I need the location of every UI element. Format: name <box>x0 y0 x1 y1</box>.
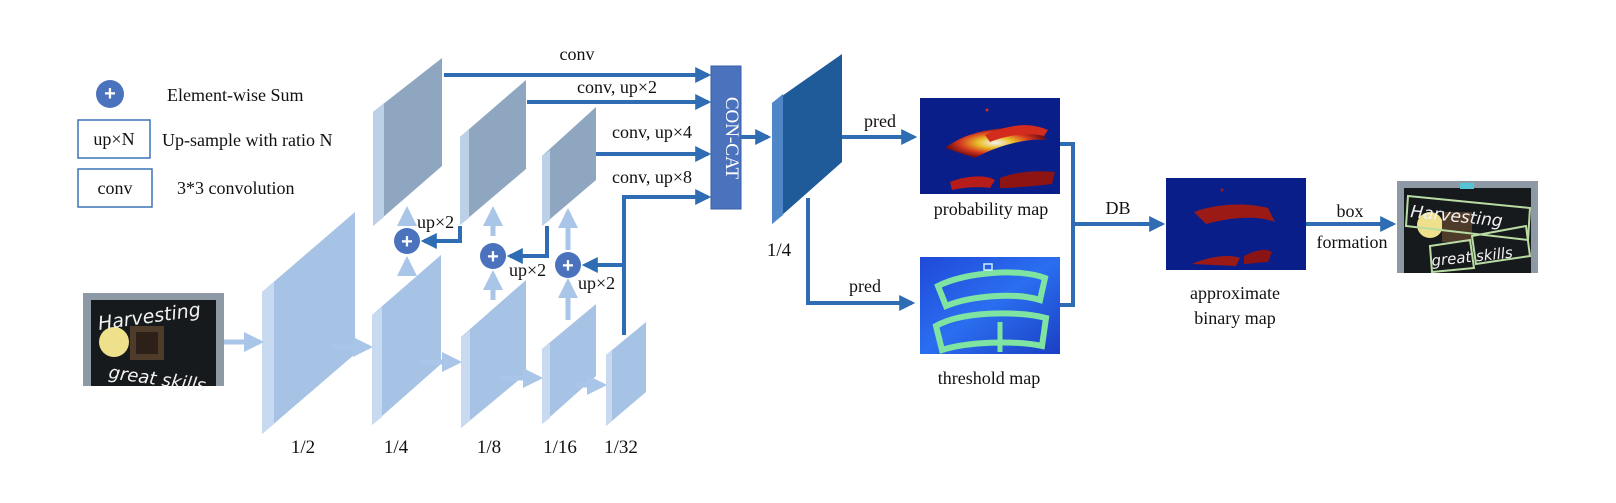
scale-label-1-8: 1/8 <box>477 437 501 458</box>
db-merge: DB <box>1060 142 1166 307</box>
scale-label-1-2: 1/2 <box>291 437 315 458</box>
svg-text:+: + <box>401 231 413 253</box>
svg-text:+: + <box>562 255 574 277</box>
conv-label-2: conv, up×2 <box>577 77 657 97</box>
fpn-map-p2 <box>373 58 442 226</box>
fused-scale-label: 1/4 <box>767 240 792 261</box>
legend-upsample-box-text: up×N <box>93 129 134 149</box>
threshold-map-label: threshold map <box>938 368 1040 388</box>
svg-text:+: + <box>487 246 499 268</box>
up-label-1: up×2 <box>417 212 454 232</box>
up-label-3: up×2 <box>578 273 615 293</box>
scale-label-1-32: 1/32 <box>604 437 638 458</box>
concat-block: CON-CAT <box>710 65 742 210</box>
neck-connections: conv conv, up×2 conv, up×4 conv, up×8 <box>444 44 712 335</box>
feature-map-1-8 <box>461 280 526 428</box>
sum-node-symbol: + <box>104 83 116 105</box>
legend-upsample-box <box>77 119 151 159</box>
pred-label-top: pred <box>864 111 896 131</box>
legend-conv-box-text: conv <box>98 178 133 198</box>
probability-map-label: probability map <box>934 199 1048 219</box>
box-formation-label-line2: formation <box>1317 232 1388 252</box>
box-formation-label-line1: box <box>1337 201 1364 221</box>
conv-label-4: conv, up×8 <box>612 167 692 187</box>
probability-map: probability map <box>920 98 1060 219</box>
feature-map-1-2 <box>262 212 355 434</box>
conv-label-3: conv, up×4 <box>612 122 692 142</box>
legend-conv-box <box>77 168 153 208</box>
sum-node-3: + <box>555 252 581 278</box>
approximate-binary-map: approximate binary map <box>1166 178 1306 328</box>
upsample-arrow-p3-to-sum1 <box>420 226 462 249</box>
legend: + Element-wise Sum up×N Up-sample with r… <box>77 80 332 208</box>
binary-map-label-line2: binary map <box>1194 308 1275 328</box>
conv-label-1: conv <box>560 44 595 64</box>
up-label-2: up×2 <box>509 260 546 280</box>
fpn-map-p4 <box>542 107 596 226</box>
feature-map-1-16 <box>542 304 596 424</box>
pred-arrow-threshold <box>806 198 916 311</box>
backbone: 1/2 1/4 1/8 1/16 1/32 <box>224 212 646 458</box>
legend-upsample-text: Up-sample with ratio N <box>162 130 332 150</box>
threshold-map: threshold map <box>920 257 1060 388</box>
pred-label-bottom: pred <box>849 276 881 296</box>
fused-feature-map: 1/4 <box>767 54 842 261</box>
feature-map-1-4 <box>372 255 441 425</box>
fpn-map-p3 <box>460 80 526 225</box>
legend-conv-text: 3*3 convolution <box>177 178 295 198</box>
feature-map-1-32 <box>606 322 646 426</box>
conv-arrow-p5 <box>622 189 712 335</box>
concat-label: CON-CAT <box>721 97 742 180</box>
sum-node-1: + <box>394 228 420 254</box>
sum-node-icon <box>96 80 124 108</box>
scale-label-1-16: 1/16 <box>543 437 577 458</box>
binary-map-label-line1: approximate <box>1190 283 1280 303</box>
sum-node-2: + <box>480 243 506 269</box>
legend-sum-text: Element-wise Sum <box>167 85 303 105</box>
input-image: Harvesting great skills <box>83 293 224 397</box>
scale-label-1-4: 1/4 <box>384 437 409 458</box>
upsample-arrow-p4-to-sum2 <box>506 226 549 264</box>
output-image: Harvesting great skills <box>1397 181 1538 274</box>
db-label: DB <box>1105 198 1130 218</box>
